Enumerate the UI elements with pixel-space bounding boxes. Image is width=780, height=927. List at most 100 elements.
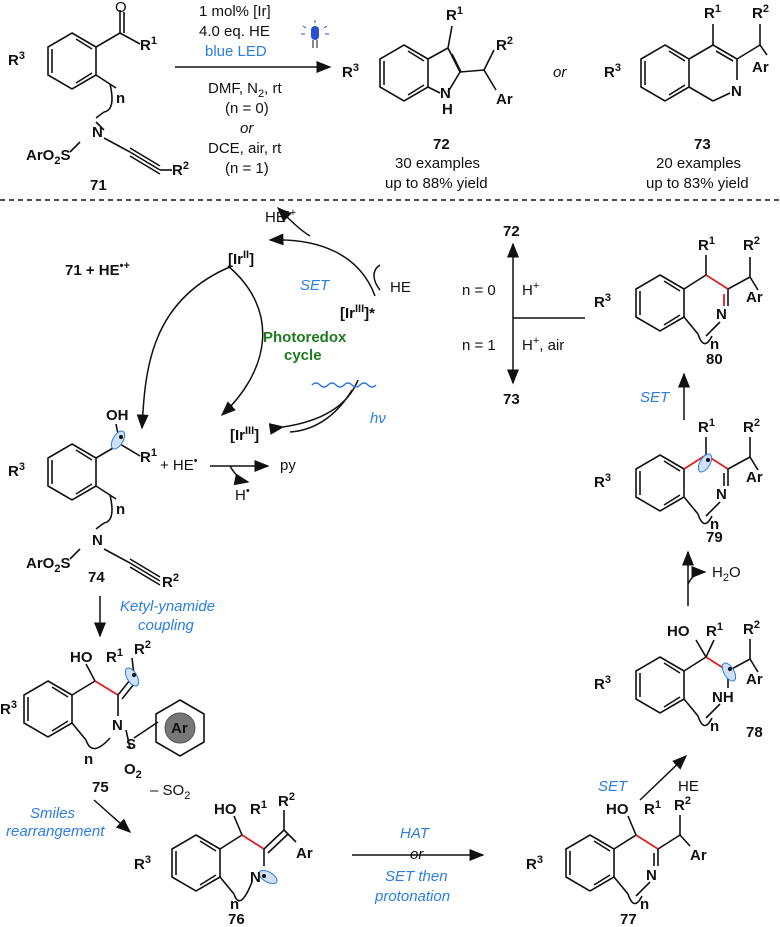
he-label: HE [390,279,411,296]
compound-77-label: 77 [620,911,637,927]
r3-label: R3 [8,461,25,480]
branch-h-plus-air: H+, air [522,335,564,354]
he-radical-cation: HE•+ [265,207,296,226]
n-label: n [640,896,649,913]
he-radical: + HE• [160,455,198,474]
py-label: py [280,457,296,474]
compound-74-label: 74 [88,569,105,586]
r2-label: R2 [162,572,179,591]
cycle-title-line2: cycle [284,347,322,364]
r2-label: R2 [172,160,189,179]
arrow-77-to-78 [639,754,688,801]
compound-72-yield: up to 88% yield [385,175,488,192]
n-label: n [710,718,719,735]
ar-label: Ar [746,469,763,486]
set-label: SET [300,277,331,294]
ar-label: Ar [752,59,769,76]
conditions: 1 mol% [Ir] 4.0 eq. HE blue LED DMF, N2,… [175,3,332,177]
svg-text:(n = 1): (n = 1) [225,160,269,177]
svg-text:DMF, N2, rt: DMF, N2, rt [208,80,282,100]
n-atom: N [716,486,727,503]
r2-label: R2 [743,417,760,436]
r3-label: R3 [594,472,611,491]
svg-text:blue LED: blue LED [205,43,267,60]
compound-80 [635,255,759,345]
svg-text:4.0 eq. HE: 4.0 eq. HE [199,23,270,40]
n-atom: N [112,717,123,734]
water-label: H2O [712,564,741,584]
r1-label: R1 [446,5,463,24]
svg-text:(n = 0): (n = 0) [225,100,269,117]
arrow-75-to-76 [93,799,132,833]
ar-ring-label: Ar [171,720,188,737]
branch-n0: n = 0 [462,282,496,299]
ir-iii-star-label: [IrIII]* [340,303,375,322]
r1-label: R1 [140,35,157,54]
r1-label: R1 [644,799,661,818]
nh-label: NH [712,689,734,706]
hv-label: hν [370,410,386,427]
compound-72-examples: 30 examples [395,155,480,172]
n-label: n [116,501,125,518]
cycle-title-line1: Photoredox [263,329,347,346]
compound-77 [565,815,691,905]
aro2s-label: ArO2S [26,555,70,575]
svg-text:1 mol% [Ir]: 1 mol% [Ir] [199,3,271,20]
so2-loss: – SO2 [150,782,190,802]
ar-label: Ar [296,845,313,862]
r1-label: R1 [250,799,267,818]
compound-74 [47,423,161,586]
r2-label: R2 [752,3,769,22]
svg-text:O: O [115,0,127,16]
compound-75-label: 75 [92,779,109,796]
smiles-label-2: rearrangement [6,823,105,840]
compound-73-label: 73 [694,136,711,153]
compound-71: O [47,0,172,175]
compound-78 [635,639,759,727]
or-text: or [553,64,567,81]
n-atom: N [731,83,742,100]
r1-label: R1 [698,417,715,436]
n-atom: N [250,869,261,886]
smiles-label-1: Smiles [30,805,76,822]
h-radical: H• [235,485,250,504]
compound-73 [640,24,768,102]
photoredox-cycle [136,206,381,435]
cycle-start: 71 + HE•+ [65,260,130,279]
compound-73-yield: up to 83% yield [646,175,749,192]
r3-label: R3 [594,674,611,693]
ar-label: Ar [746,289,763,306]
ho-label: HO [214,801,237,818]
ketyl-label-2: coupling [138,617,195,634]
n-label: n [230,896,239,913]
branch-arrows [507,242,585,385]
protonation-label: protonation [374,888,450,905]
r3-label: R3 [594,292,611,311]
nh-h: H [442,101,453,118]
compound-76-label: 76 [228,911,245,927]
r3-label: R3 [526,854,543,873]
ho-label: HO [606,801,629,818]
compound-78-label: 78 [746,724,763,741]
r2-label: R2 [278,791,295,810]
ar-label: Ar [746,671,763,688]
r3-label: R3 [8,50,25,69]
n-label: n [116,90,125,107]
ho-label: HO [667,623,690,640]
compound-73-examples: 20 examples [656,155,741,172]
r2-label: R2 [496,35,513,54]
compound-80-label: 80 [706,351,723,368]
n-label: n [84,751,93,768]
compound-72 [379,25,497,102]
s-atom: S [126,736,136,753]
compound-71-label: 71 [90,177,107,194]
ir-iii-label: [IrIII] [230,425,259,444]
r1-label: R1 [140,447,157,466]
r2-label: R2 [743,619,760,638]
compound-72-label: 72 [433,136,450,153]
r2-label: R2 [674,795,691,814]
nh-n: N [440,85,451,102]
r2-label: R2 [743,235,760,254]
r1-label: R1 [698,235,715,254]
